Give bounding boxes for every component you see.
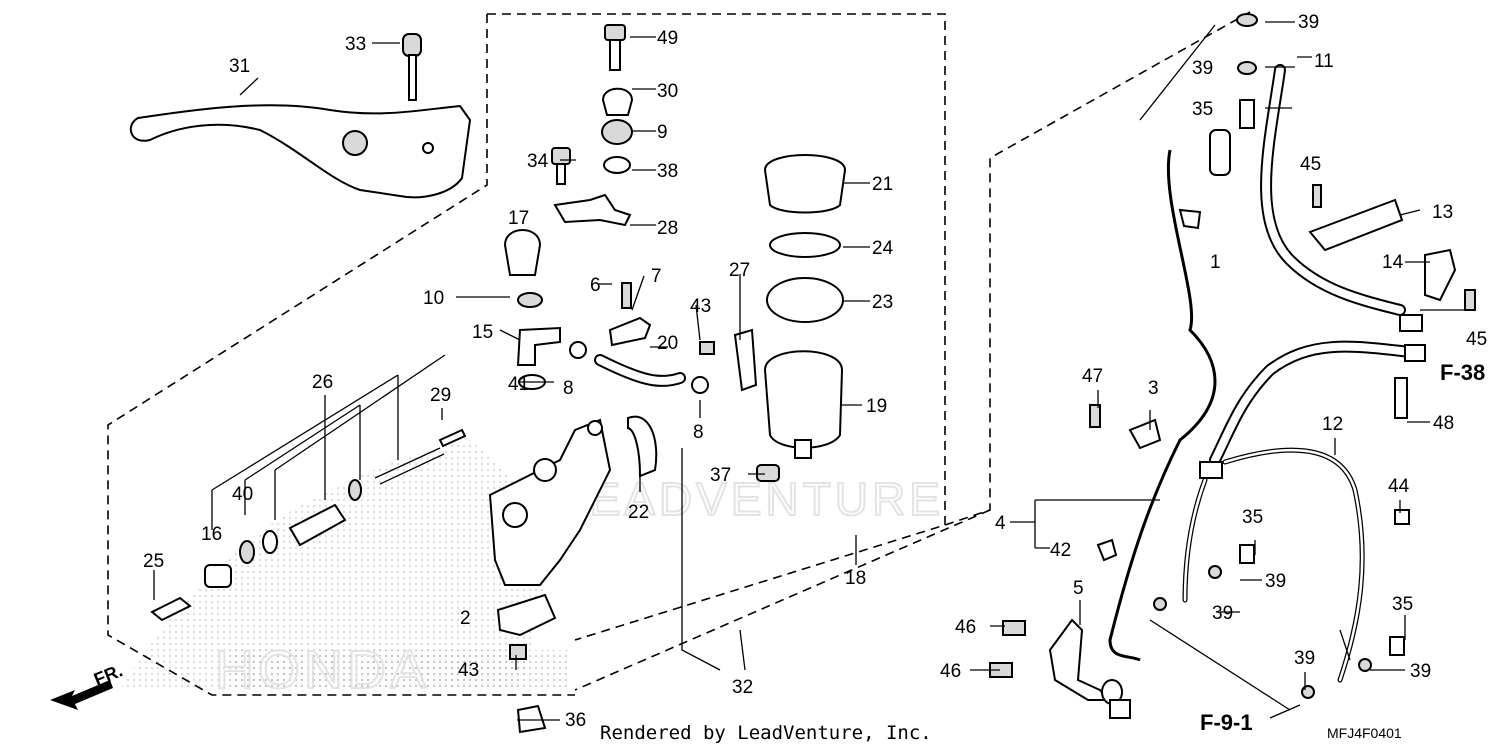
- adjuster-bolt-33: [402, 33, 422, 101]
- label-43a: 43: [690, 296, 711, 317]
- reservoir-hose: [594, 354, 686, 387]
- holder-22: [627, 415, 658, 478]
- label-19: 19: [866, 396, 887, 417]
- reservoir: [763, 350, 844, 459]
- label-1: 1: [1210, 252, 1221, 273]
- label-26: 26: [312, 372, 333, 393]
- label-45b: 45: [1466, 329, 1487, 350]
- caliper-bracket: [1048, 618, 1131, 719]
- abs-sensor-cable: [1108, 129, 1231, 662]
- piston-kit: [150, 428, 467, 622]
- label-16: 16: [201, 524, 222, 545]
- brake-line-left: [1182, 477, 1208, 603]
- front-arrow: FR.: [50, 660, 125, 710]
- label-9: 9: [657, 122, 668, 143]
- label-14: 14: [1382, 252, 1404, 273]
- label-30: 30: [657, 81, 678, 102]
- label-35b: 35: [1242, 507, 1263, 528]
- label-22: 22: [628, 502, 649, 523]
- label-25: 25: [143, 551, 164, 572]
- brake-line-right: [1222, 447, 1365, 683]
- brake-lever: [129, 104, 472, 199]
- label-44: 44: [1388, 476, 1410, 497]
- label-47: 47: [1082, 366, 1103, 387]
- label-20: 20: [657, 333, 678, 354]
- label-6: 6: [590, 275, 601, 296]
- label-17: 17: [508, 208, 529, 229]
- brake-switch: [496, 593, 557, 637]
- label-48: 48: [1433, 413, 1454, 434]
- label-33: 33: [345, 34, 366, 55]
- label-12: 12: [1322, 414, 1343, 435]
- label-43b: 43: [458, 660, 479, 681]
- assembly-outlines: [107, 11, 1251, 696]
- footer-credit: Rendered by LeadVenture, Inc.: [600, 722, 932, 744]
- label-2: 2: [460, 608, 471, 629]
- label-39f: 39: [1294, 648, 1315, 669]
- diagram-code: MFJ4F0401: [1327, 725, 1402, 741]
- label-13: 13: [1432, 202, 1453, 223]
- label-40: 40: [232, 484, 253, 505]
- ref-f38: F-38: [1440, 360, 1485, 385]
- joint-3: [1128, 418, 1223, 479]
- label-35c: 35: [1392, 594, 1413, 615]
- leader-lines: [153, 21, 1470, 721]
- watermark: HONDA LEADVENTURE: [120, 440, 944, 701]
- label-46b: 46: [940, 661, 961, 682]
- label-21: 21: [872, 174, 893, 195]
- bolts-right: [989, 13, 1476, 699]
- label-27: 27: [729, 260, 750, 281]
- label-4: 4: [995, 513, 1006, 534]
- ref-f91: F-9-1: [1200, 710, 1253, 735]
- clamp-13: [1308, 198, 1457, 362]
- label-37: 37: [710, 465, 731, 486]
- label-8a: 8: [563, 378, 574, 399]
- label-24: 24: [872, 238, 894, 259]
- master-cylinder: [488, 418, 612, 586]
- label-49: 49: [657, 28, 678, 49]
- label-38: 38: [657, 161, 678, 182]
- label-46a: 46: [955, 617, 976, 638]
- front-marker: FR.: [91, 660, 125, 689]
- stay-27: [733, 328, 758, 392]
- label-29: 29: [430, 385, 451, 406]
- label-34: 34: [527, 151, 549, 172]
- leadventure-watermark: LEADVENTURE: [560, 473, 944, 525]
- label-45a: 45: [1300, 154, 1321, 175]
- label-32: 32: [732, 677, 753, 698]
- label-18: 18: [845, 568, 866, 589]
- label-15: 15: [472, 322, 493, 343]
- label-42: 42: [1050, 540, 1071, 561]
- label-39a: 39: [1298, 12, 1319, 33]
- brake-line-upper: [1260, 64, 1406, 316]
- label-31: 31: [229, 56, 250, 77]
- label-11: 11: [1314, 51, 1334, 72]
- label-39b: 39: [1192, 58, 1213, 79]
- label-41: 41: [508, 374, 529, 395]
- label-39d: 39: [1212, 603, 1233, 624]
- label-10: 10: [423, 288, 444, 309]
- label-39c: 39: [1265, 571, 1286, 592]
- label-7: 7: [651, 266, 662, 287]
- brake-line-middle: [1209, 340, 1416, 466]
- reservoir-cap: [763, 154, 847, 323]
- part-labels: 1 2 3 4 5 6 7 8 8 9 10 11 12 13 14 15 16…: [143, 12, 1487, 731]
- label-28: 28: [657, 218, 678, 239]
- label-3: 3: [1148, 378, 1159, 399]
- label-8b: 8: [693, 422, 704, 443]
- honda-watermark: HONDA: [215, 640, 430, 700]
- label-5: 5: [1073, 578, 1084, 599]
- label-36: 36: [565, 710, 586, 731]
- label-39e: 39: [1410, 661, 1431, 682]
- label-23: 23: [872, 292, 893, 313]
- label-35a: 35: [1192, 99, 1213, 120]
